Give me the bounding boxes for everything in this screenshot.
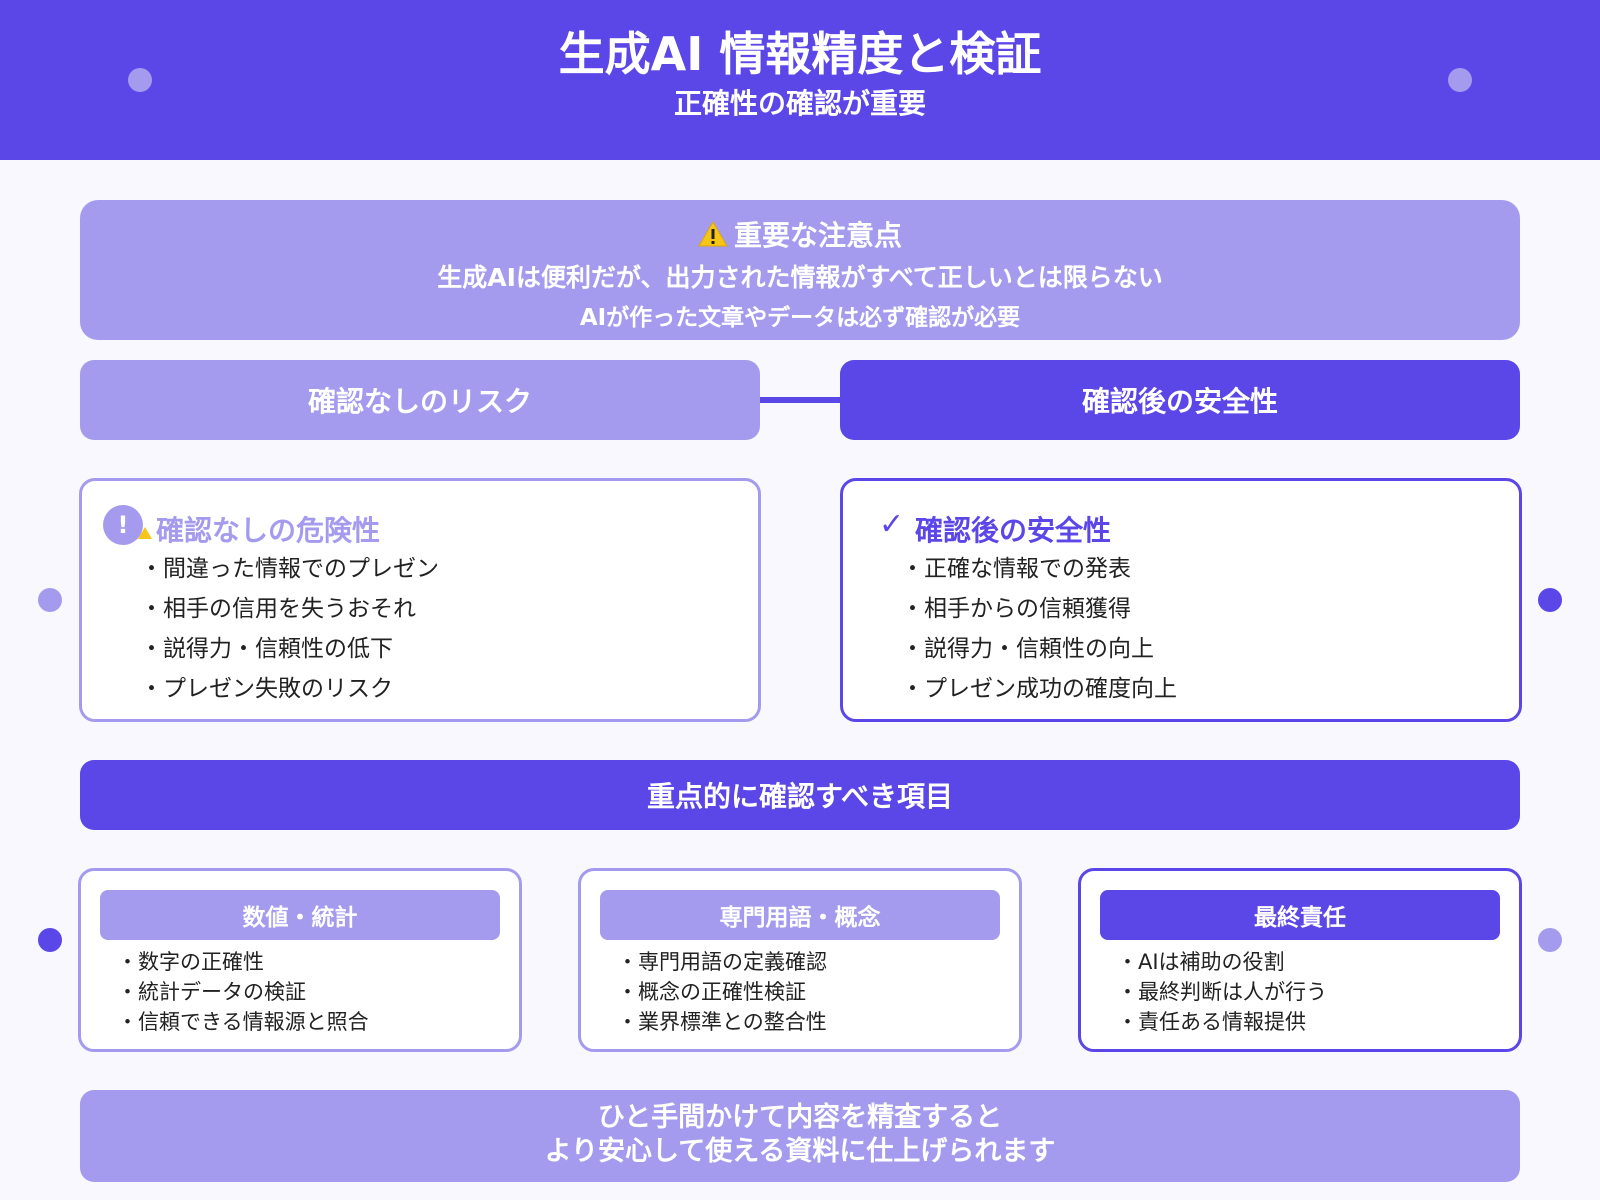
list-item: AIは補助の役割 xyxy=(1117,947,1327,977)
focus-banner: 重点的に確認すべき項目 xyxy=(80,760,1520,830)
notice-title-row: 重要な注意点 xyxy=(80,214,1520,254)
notice-line-2: AIが作った文章やデータは必ず確認が必要 xyxy=(579,305,1021,331)
footer-line-1: ひと手間かけて内容を精査すると xyxy=(597,1102,1003,1133)
card-title: 最終責任 xyxy=(1100,890,1500,940)
card-list: 専門用語の定義確認 概念の正確性検証 業界標準との整合性 xyxy=(617,947,827,1037)
decorative-dot xyxy=(1538,588,1562,612)
risk-column-header: 確認なしのリスク xyxy=(80,360,760,440)
risk-list: 間違った情報でのプレゼン 相手の信用を失うおそれ 説得力・信頼性の低下 プレゼン… xyxy=(140,549,439,709)
list-item: 数字の正確性 xyxy=(117,947,369,977)
list-item: 説得力・信頼性の低下 xyxy=(140,629,439,669)
card-title: 専門用語・概念 xyxy=(600,890,1000,940)
risk-panel-title: 確認なしの危険性 xyxy=(156,514,381,547)
list-item: 概念の正確性検証 xyxy=(617,977,827,1007)
important-notice: 重要な注意点 生成AIは便利だが、出力された情報がすべて正しいとは限らない AI… xyxy=(80,200,1520,340)
risk-panel: ! 確認なしの危険性 間違った情報でのプレゼン 相手の信用を失うおそれ 説得力・… xyxy=(79,478,761,722)
card-terminology-concepts: 専門用語・概念 専門用語の定義確認 概念の正確性検証 業界標準との整合性 xyxy=(578,868,1022,1052)
list-item: 相手からの信頼獲得 xyxy=(901,589,1177,629)
notice-line-1: 生成AIは便利だが、出力された情報がすべて正しいとは限らない xyxy=(437,263,1163,292)
list-item: 専門用語の定義確認 xyxy=(617,947,827,977)
alert-icon: ! xyxy=(103,505,143,545)
decorative-dot xyxy=(1538,928,1562,952)
notice-title: 重要な注意点 xyxy=(733,219,902,252)
card-numbers-statistics: 数値・統計 数字の正確性 統計データの検証 信頼できる情報源と照合 xyxy=(78,868,522,1052)
footer-message: ひと手間かけて内容を精査すると より安心して使える資料に仕上げられます xyxy=(80,1090,1520,1182)
decorative-dot xyxy=(1448,68,1472,92)
card-final-responsibility: 最終責任 AIは補助の役割 最終判断は人が行う 責任ある情報提供 xyxy=(1078,868,1522,1052)
list-item: プレゼン成功の確度向上 xyxy=(901,669,1177,709)
page-subtitle: 正確性の確認が重要 xyxy=(673,87,926,120)
decorative-dot xyxy=(38,928,62,952)
footer-line-2: より安心して使える資料に仕上げられます xyxy=(544,1136,1056,1167)
list-item: 信頼できる情報源と照合 xyxy=(117,1007,369,1037)
decorative-dot xyxy=(38,588,62,612)
header-band: 生成AI 情報精度と検証 正確性の確認が重要 xyxy=(0,0,1600,160)
safety-column-header: 確認後の安全性 xyxy=(840,360,1520,440)
list-item: 統計データの検証 xyxy=(117,977,369,1007)
connector-line xyxy=(760,397,840,403)
safety-list: 正確な情報での発表 相手からの信頼獲得 説得力・信頼性の向上 プレゼン成功の確度… xyxy=(901,549,1177,709)
card-list: AIは補助の役割 最終判断は人が行う 責任ある情報提供 xyxy=(1117,947,1327,1037)
list-item: 相手の信用を失うおそれ xyxy=(140,589,439,629)
safety-panel-title: 確認後の安全性 xyxy=(915,514,1112,547)
list-item: 説得力・信頼性の向上 xyxy=(901,629,1177,669)
list-item: 正確な情報での発表 xyxy=(901,549,1177,589)
list-item: 最終判断は人が行う xyxy=(1117,977,1327,1007)
list-item: 間違った情報でのプレゼン xyxy=(140,549,439,589)
card-title: 数値・統計 xyxy=(100,890,500,940)
card-list: 数字の正確性 統計データの検証 信頼できる情報源と照合 xyxy=(117,947,369,1037)
decorative-dot xyxy=(128,68,152,92)
check-icon: ✓ xyxy=(879,507,905,542)
list-item: プレゼン失敗のリスク xyxy=(140,669,439,709)
safety-panel: ✓ 確認後の安全性 正確な情報での発表 相手からの信頼獲得 説得力・信頼性の向上… xyxy=(840,478,1522,722)
warning-icon xyxy=(698,221,728,247)
list-item: 責任ある情報提供 xyxy=(1117,1007,1327,1037)
page-title: 生成AI 情報精度と検証 xyxy=(558,27,1042,81)
list-item: 業界標準との整合性 xyxy=(617,1007,827,1037)
